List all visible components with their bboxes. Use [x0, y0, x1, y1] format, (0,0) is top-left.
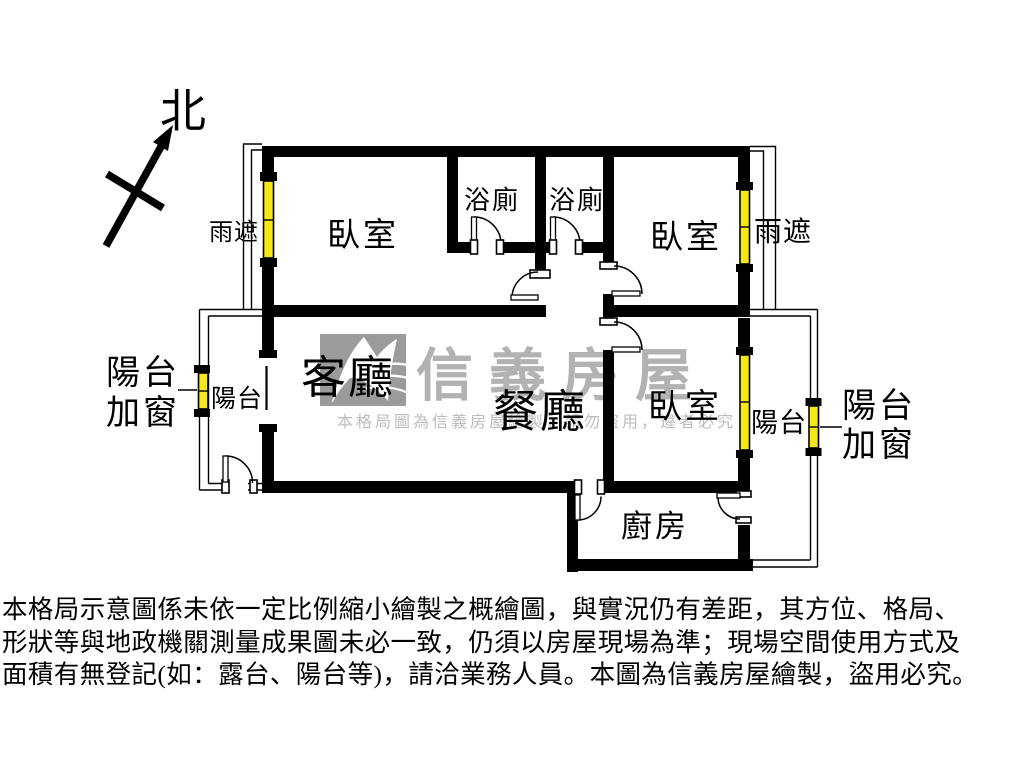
door-jamb — [574, 239, 584, 255]
wall-kitchen-right — [738, 525, 750, 559]
svg-text:加窗: 加窗 — [106, 394, 180, 432]
room-labels: 臥室 浴廁 浴廁 臥室 客廳 餐廳 臥室 廚房 陽台 陽台 雨遮 雨遮 陽台 加… — [106, 186, 916, 544]
label-balcony-left: 陽台 — [211, 385, 263, 413]
wall-bath-divider — [535, 146, 546, 274]
wall-cap — [259, 350, 277, 358]
door-leaf — [574, 494, 581, 521]
wall-bottom-left — [262, 481, 567, 493]
wall-top — [262, 146, 750, 157]
door-jamb — [548, 239, 558, 255]
wall-kitchen-bottom — [567, 559, 753, 571]
label-balcony-right: 陽台 — [751, 408, 807, 438]
label-balcony-added-window-left: 陽台 加窗 — [106, 354, 180, 432]
disclaimer-line-3: 面積有無登記(如：露台、陽台等)，請洽業務人員。本圖為信義房屋繪製，盜用必究。 — [2, 660, 979, 690]
wall-bed1-bath1 — [447, 146, 458, 253]
doors — [221, 216, 752, 524]
door-arc-bedroom-right — [613, 265, 643, 295]
watermark-notice: 本格局圖為信義房屋繪製，請勿盜用，違者必究 — [337, 412, 736, 431]
label-living-room: 客廳 — [301, 353, 395, 403]
wall-bed3-right — [738, 458, 750, 497]
label-bathroom-2: 浴廁 — [549, 186, 605, 215]
wall-bottom-right — [601, 481, 750, 493]
label-balcony-added-window-right: 陽台 加窗 — [842, 387, 916, 464]
wall-cap — [259, 424, 277, 432]
north-arrow: 北 — [102, 86, 206, 248]
balcony-right-outline — [750, 308, 819, 568]
door-leaf — [716, 492, 741, 499]
north-arrow-head — [153, 125, 173, 151]
window-bedroom-bottom — [736, 347, 753, 458]
door-jamb — [735, 516, 752, 524]
wall-right — [738, 146, 750, 182]
logo-tail-line — [361, 386, 409, 394]
disclaimer-line-2: 形狀等與地政機關測量成果圖未必一致，仍須以房屋現場為準；現場空間使用方式及 — [2, 627, 961, 657]
window-balcony-right — [805, 398, 822, 456]
door-jamb — [573, 479, 583, 495]
door-jamb — [249, 479, 258, 494]
door-jamb — [469, 239, 479, 255]
label-rain-shade-left: 雨遮 — [209, 219, 259, 246]
rain-shade-right-outline — [750, 145, 777, 309]
north-label: 北 — [160, 86, 206, 137]
wall-bed3-left — [603, 350, 614, 481]
window-balcony-left — [194, 365, 210, 417]
wall-bath-bottom — [500, 242, 553, 253]
window-bedroom-left — [260, 172, 277, 267]
label-rain-shade-right: 雨遮 — [754, 216, 812, 248]
door-leaf — [510, 294, 539, 301]
north-arrow-cross — [105, 170, 165, 212]
disclaimer-line-1: 本格局示意圖係未依一定比例縮小繪製之概繪圖，與實況仍有差距，其方位、格局、 — [2, 595, 961, 624]
svg-text:陽台: 陽台 — [842, 387, 916, 425]
label-bedroom-right: 臥室 — [650, 219, 722, 256]
door-leaf — [470, 216, 478, 243]
wall-left — [262, 146, 274, 172]
label-bedroom-bottom: 臥室 — [648, 388, 722, 426]
door-arc-corridor — [511, 271, 539, 299]
wall-bed3-left — [603, 294, 614, 324]
door-leaf — [611, 346, 641, 353]
door-arc-entrance — [225, 455, 254, 484]
wall-main-horizontal-left — [262, 305, 546, 317]
door-arc-bedroom-bottom — [613, 321, 643, 351]
door-leaf — [549, 216, 557, 243]
disclaimer-text: 本格局示意圖係未依一定比例縮小繪製之概繪圖，與實況仍有差距，其方位、格局、 形狀… — [2, 594, 1023, 692]
door-jamb — [596, 479, 606, 495]
wall-bed2-left — [603, 146, 614, 268]
wall-bath-bottom — [447, 242, 474, 253]
door-arc-kitchen — [577, 496, 602, 521]
logo-tail-line — [357, 362, 413, 373]
wall-kitchen-left — [567, 481, 578, 572]
wall-main-horizontal-right — [614, 305, 750, 317]
door-arc-kitchen-balcony — [717, 496, 741, 520]
wall-left — [262, 432, 274, 493]
watermark-brand: 信義房屋 — [416, 345, 708, 408]
svg-text:陽台: 陽台 — [106, 354, 180, 392]
label-bathroom-1: 浴廁 — [464, 186, 520, 215]
windows — [178, 172, 842, 458]
wall-bath-bottom — [579, 242, 614, 253]
label-dining-room: 餐廳 — [493, 387, 587, 437]
label-bedroom-left: 臥室 — [327, 217, 399, 254]
logo-tail-line — [359, 374, 412, 382]
door-leaf — [222, 455, 229, 483]
svg-text:加窗: 加窗 — [842, 426, 916, 464]
label-kitchen: 廚房 — [621, 509, 689, 544]
door-leaf — [611, 290, 641, 297]
window-bedroom-right — [736, 182, 753, 272]
door-jamb — [495, 239, 505, 255]
walls — [259, 146, 753, 572]
door-jamb — [529, 269, 551, 279]
rain-shade-left-outline — [242, 143, 262, 309]
watermark: 信義房屋 本格局圖為信義房屋繪製，請勿盜用，違者必究 — [320, 334, 736, 431]
wall-bed3-right — [738, 318, 750, 347]
